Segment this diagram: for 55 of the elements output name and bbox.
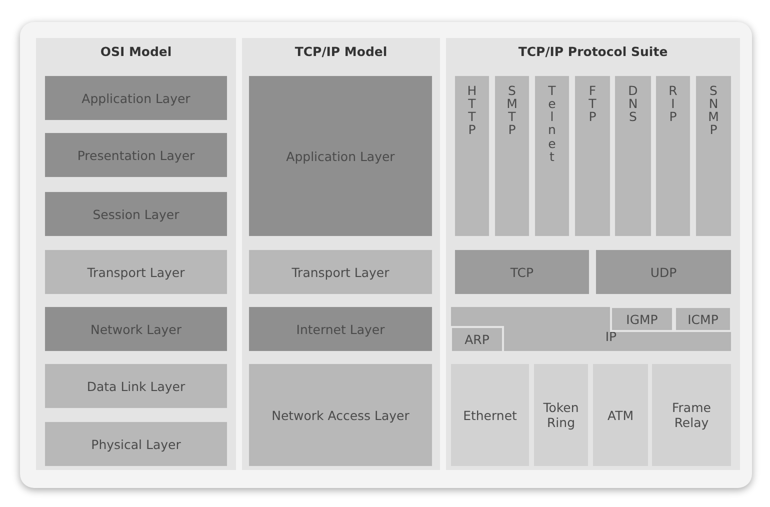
protocol-column (615, 76, 651, 236)
layer-block (45, 76, 227, 120)
layer-label: FTP (588, 84, 598, 124)
layer-label: Telnet (547, 84, 557, 163)
layer-block (249, 250, 432, 294)
layer-label: Presentation Layer (76, 148, 196, 162)
column-heading: TCP/IP Model (294, 44, 388, 59)
column-heading: OSI Model (99, 44, 173, 59)
layer-block (45, 364, 227, 408)
layer-label: ICMP (686, 312, 720, 326)
protocol-column (575, 76, 610, 236)
protocol-column (696, 76, 731, 236)
protocol-column (535, 76, 569, 236)
layer-label: Frame Relay (671, 400, 712, 430)
layer-label: Token Ring (542, 400, 580, 430)
layer-label: Ethernet (462, 408, 518, 422)
layer-label: Physical Layer (90, 436, 182, 452)
protocol-block (451, 307, 731, 351)
layer-label: Data Link Layer (86, 378, 186, 394)
layer-block (249, 307, 432, 351)
protocol-column (495, 76, 529, 236)
layer-label: RIP (668, 84, 678, 124)
layer-label: IP (604, 328, 618, 344)
layer-label: Transport Layer (290, 264, 390, 280)
layer-label: Application Layer (285, 148, 396, 164)
column-panel (242, 38, 440, 470)
layer-block (249, 76, 432, 236)
layer-label: IGMP (625, 312, 659, 326)
layer-label: Application Layer (80, 90, 192, 106)
layer-label: UDP (649, 264, 678, 280)
layer-block (45, 307, 227, 351)
layer-block (45, 192, 227, 236)
layer-block (45, 422, 227, 466)
layer-label: ATM (606, 408, 634, 422)
layer-block (45, 133, 227, 177)
protocol-column (656, 76, 690, 236)
layer-label: Transport Layer (86, 264, 186, 280)
layer-label: SMTP (506, 84, 518, 136)
layer-label: HTTP (466, 84, 478, 136)
layer-label: TCP (509, 264, 535, 280)
layer-label: Session Layer (92, 206, 180, 222)
layer-label: Internet Layer (295, 322, 386, 336)
layer-label: ARP (464, 332, 490, 347)
column-heading: TCP/IP Protocol Suite (517, 44, 669, 59)
protocol-column (455, 76, 489, 236)
layer-block (249, 364, 432, 466)
layer-label: Network Access Layer (270, 408, 410, 422)
layer-block (455, 250, 589, 294)
layer-label: Network Layer (89, 322, 182, 336)
layer-block (45, 250, 227, 294)
layer-label: SNMP (708, 84, 719, 136)
column-panel (36, 38, 236, 470)
column-panel (446, 38, 740, 470)
layer-block (596, 250, 731, 294)
layer-label: DNS (628, 84, 638, 124)
